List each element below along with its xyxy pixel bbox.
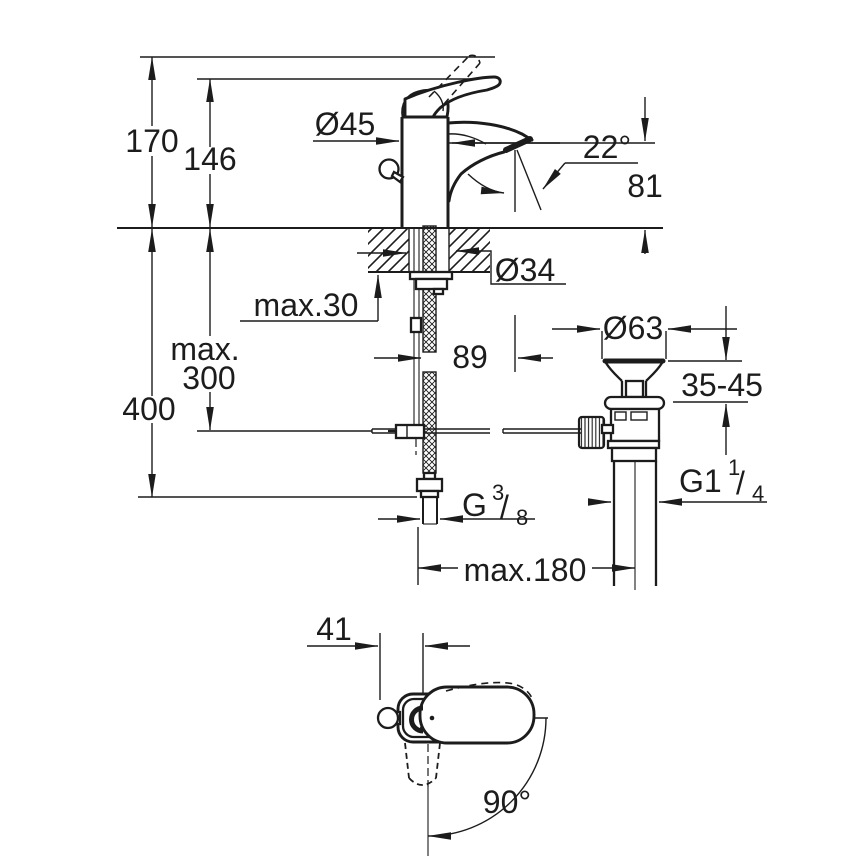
drain-waist-right: [645, 362, 663, 382]
topview-lever-rotated-dashed: [445, 681, 533, 699]
g38-nut-taper: [419, 489, 440, 499]
dim-label-max30: max.30: [254, 287, 359, 323]
deck-hatch-right: [449, 229, 490, 272]
aerator: [503, 136, 533, 153]
faucet-top-view: [376, 681, 536, 786]
topview-pull-knob: [376, 706, 400, 730]
spout-top-edge: [446, 120, 534, 142]
drain-neck-tab: [624, 379, 645, 399]
handle-raised-dashed-1: [428, 55, 470, 98]
drain-waist-left: [605, 362, 623, 382]
topview-spout-dashed-arc: [408, 777, 437, 786]
dim-label-170: 170: [125, 123, 178, 159]
supply-plumbing: [371, 225, 581, 525]
dim-label-dia34: Ø34: [495, 252, 555, 288]
angle90-arc-arrow: [427, 717, 547, 840]
topview-outlet-mark: [409, 705, 424, 734]
mounting-deck: [117, 227, 663, 273]
angle22-leader: [542, 162, 566, 190]
thread-label-g38-numerator: 3: [492, 480, 504, 505]
popup-waste-assembly: [577, 358, 666, 586]
pull-rod-stem: [390, 170, 405, 184]
thread-label-g114-numerator: 1: [728, 455, 740, 480]
spout-underside: [447, 150, 506, 203]
dim-label-35-45: 35-45: [681, 367, 763, 403]
flex-hose-lower: [422, 371, 437, 474]
drain-flange: [603, 395, 666, 411]
dim-label-max300-line2: 300: [182, 360, 235, 396]
g38-nut: [415, 477, 444, 493]
rod-coupling-knurled-knob: [577, 415, 606, 450]
dim-label-max300-line1: max.: [170, 331, 239, 367]
angle22-arc-arrow: [467, 173, 505, 195]
rod-connector: [394, 423, 426, 440]
drain-slot-2: [630, 411, 648, 421]
label-backings: [118, 126, 592, 584]
drain-band-2: [610, 446, 658, 463]
thread-label-g114-denominator: 4: [752, 481, 764, 506]
backing-146: [178, 147, 242, 174]
dim-label-89: 89: [452, 339, 488, 375]
thread-label-g38-slash: /: [500, 489, 509, 525]
dim-label-81: 81: [627, 168, 663, 204]
mounting-nut: [414, 277, 449, 291]
topview-dot-2: [420, 726, 424, 730]
dim-label-400: 400: [122, 391, 175, 427]
dim-label-146: 146: [183, 141, 236, 177]
backing-max300: [170, 336, 242, 392]
topview-spout-dashed-left: [404, 742, 410, 779]
drain-slot-1: [614, 411, 627, 421]
topview-lever: [418, 685, 536, 745]
backing-170: [120, 126, 184, 156]
thread-label-g38-denominator: 8: [516, 505, 528, 530]
thread-label-g114-slash: /: [736, 465, 745, 501]
thread-label-g38-base: G: [462, 487, 487, 523]
dim-label-dia45: Ø45: [315, 106, 375, 142]
dim-label-90deg: 90°: [483, 784, 531, 820]
dim-label-41: 41: [316, 611, 352, 647]
thread-label-g114-base: G1: [679, 463, 722, 499]
handle-raised-dashed-2: [443, 62, 481, 105]
drain-valve-body: [609, 407, 661, 443]
dimension-labels: 170 146 Ø45 22° 81 max.30 Ø34 max. 300 4…: [122, 106, 764, 820]
topview-dot-1: [429, 715, 435, 721]
backing-max180: [458, 557, 592, 584]
coupling-screw: [600, 423, 615, 435]
backing-400: [118, 396, 180, 423]
dim-label-max180: max.180: [464, 552, 587, 588]
popup-rod-joint: [409, 316, 423, 334]
handle-detail-curve: [433, 90, 444, 112]
stream-angled-line: [516, 149, 542, 211]
mounting-nut-stub: [432, 287, 445, 296]
handle-lever: [403, 75, 502, 119]
dim-label-dia63: Ø63: [603, 310, 663, 346]
faucet-side-view: [378, 54, 534, 227]
spout-inner-line: [447, 133, 487, 145]
handle-raised-dashed-tip: [468, 54, 481, 64]
deck-hatch-left: [368, 229, 409, 272]
dim-label-22deg: 22°: [583, 129, 631, 165]
topview-spout-dashed-right: [435, 742, 441, 779]
